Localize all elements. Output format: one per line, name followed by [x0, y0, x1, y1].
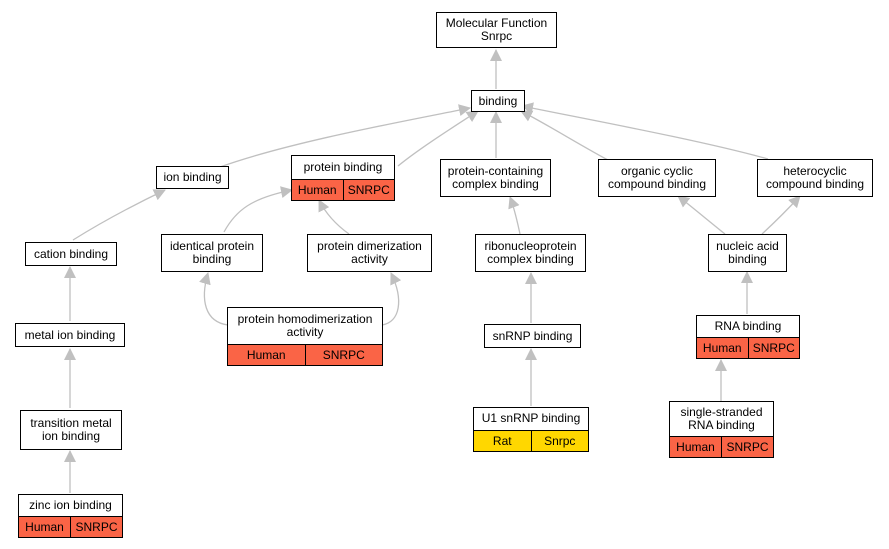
node-label: cation binding [33, 246, 109, 261]
node-binding[interactable]: binding [471, 90, 525, 112]
gene-cell: SNRPC [342, 179, 395, 201]
edge-nucleic-hccb [761, 195, 801, 235]
edge-homodim-identical [199, 272, 229, 326]
node-zinc-ion-binding[interactable]: zinc ion binding Human SNRPC [18, 494, 123, 538]
annotation-row: Human SNRPC [669, 436, 774, 458]
node-label: protein-containing complex binding [447, 164, 544, 191]
node-label: organic cyclic compound binding [607, 164, 707, 191]
node-metal-ion-binding[interactable]: metal ion binding [15, 323, 125, 347]
node-protein-dimerization-activity[interactable]: protein dimerization activity [307, 234, 432, 272]
species-cell: Human [291, 179, 344, 201]
species-cell: Human [227, 344, 306, 366]
node-label: ion binding [163, 170, 222, 184]
gene-cell: SNRPC [304, 344, 383, 366]
node-transition-metal-ion-binding[interactable]: transition metal ion binding [20, 410, 122, 450]
node-ion-binding[interactable]: ion binding [156, 166, 229, 189]
annotation-row: Rat Snrpc [473, 430, 589, 452]
node-cation-binding[interactable]: cation binding [25, 242, 117, 266]
annotation-row: Human SNRPC [696, 337, 800, 359]
gene-cell: SNRPC [747, 337, 800, 359]
species-cell: Human [669, 436, 722, 458]
node-single-stranded-rna-binding[interactable]: single-stranded RNA binding Human SNRPC [669, 401, 774, 458]
annotation-row: Human SNRPC [291, 179, 395, 201]
edge-rcb-pccb [508, 196, 521, 235]
node-label: zinc ion binding [29, 498, 112, 512]
node-label: RNA binding [714, 319, 782, 333]
node-label: transition metal ion binding [30, 416, 112, 443]
species-cell: Human [696, 337, 749, 359]
node-nucleic-acid-binding[interactable]: nucleic acid binding [708, 234, 787, 272]
species-cell: Human [18, 516, 71, 538]
node-protein-binding[interactable]: protein binding Human SNRPC [291, 155, 395, 201]
node-snrnp-binding[interactable]: snRNP binding [484, 324, 581, 348]
node-label: binding [478, 93, 518, 108]
edge-nucleic-occb [677, 195, 726, 235]
edge-cation-ion [72, 189, 166, 241]
gene-cell: Snrpc [530, 430, 589, 452]
node-organic-cyclic-compound-binding[interactable]: organic cyclic compound binding [598, 159, 716, 197]
gene-cell: SNRPC [721, 436, 774, 458]
node-label: single-stranded RNA binding [680, 405, 763, 432]
node-molecular-function[interactable]: Molecular Function Snrpc [436, 12, 557, 48]
edge-protein-binding-binding [397, 110, 479, 167]
node-label: snRNP binding [492, 328, 573, 343]
node-heterocyclic-compound-binding[interactable]: heterocyclic compound binding [757, 159, 873, 197]
edge-homodim-dimerization [381, 272, 402, 326]
node-protein-homodimerization-activity[interactable]: protein homodimerization activity Human … [227, 307, 383, 366]
node-identical-protein-binding[interactable]: identical protein binding [161, 234, 263, 272]
node-rna-binding[interactable]: RNA binding Human SNRPC [696, 315, 800, 359]
node-label: ribonucleoprotein complex binding [484, 239, 577, 266]
node-label: protein homodimerization activity [237, 312, 373, 339]
node-label: metal ion binding [24, 327, 116, 342]
node-label: nucleic acid binding [716, 239, 779, 266]
node-label: protein dimerization activity [317, 239, 422, 266]
annotation-row: Human SNRPC [227, 344, 383, 366]
node-label: protein binding [303, 159, 383, 174]
node-u1-snrnp-binding[interactable]: U1 snRNP binding Rat Snrpc [473, 407, 589, 452]
node-ribonucleoprotein-complex-binding[interactable]: ribonucleoprotein complex binding [475, 234, 586, 272]
node-label: heterocyclic compound binding [765, 164, 865, 191]
node-label: Molecular Function Snrpc [445, 16, 548, 43]
node-protein-containing-complex-binding[interactable]: protein-containing complex binding [440, 159, 551, 197]
edge-identical-protein [223, 186, 293, 233]
edge-ion-binding-binding [219, 104, 471, 168]
node-label: U1 snRNP binding [481, 411, 581, 425]
edge-dimerization-protein [318, 199, 350, 235]
edge-hccb-binding [521, 102, 769, 160]
gene-cell: SNRPC [70, 516, 123, 538]
edge-occb-binding [520, 110, 609, 161]
node-label: identical protein binding [169, 239, 255, 266]
annotation-row: Human SNRPC [18, 516, 123, 538]
species-cell: Rat [473, 430, 532, 452]
